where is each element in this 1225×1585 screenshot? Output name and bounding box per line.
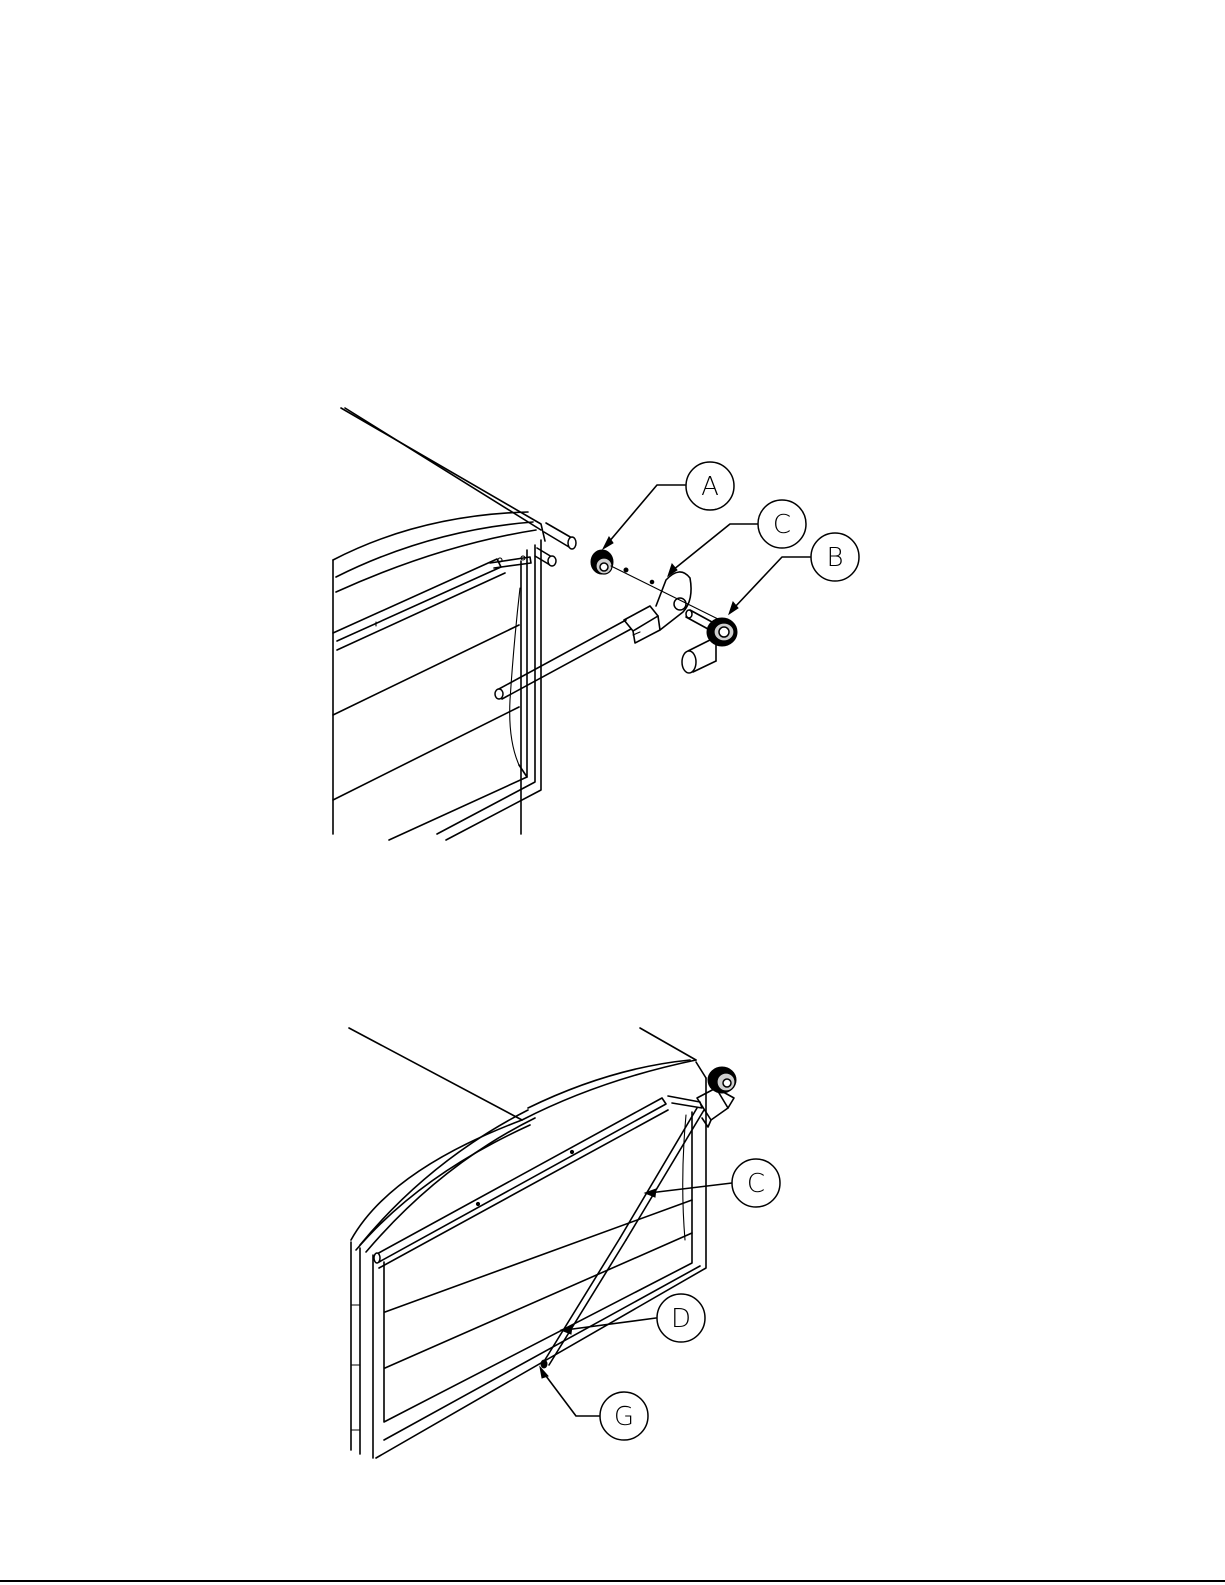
callout-d-label: D [671, 1304, 691, 1334]
callout-c-top-label: C [773, 510, 791, 540]
part-b-motor-housing [682, 610, 737, 673]
callout-b: B [811, 533, 859, 581]
callout-b-label: B [826, 543, 843, 573]
top-cabinet-body [333, 408, 545, 840]
part-c-lever-arm [495, 566, 720, 699]
callout-c-top: C [758, 500, 806, 548]
figure-top-exploded-view [333, 408, 810, 840]
bottom-callout-leaders [540, 1183, 732, 1416]
callout-g: G [600, 1392, 648, 1440]
bottom-lid [349, 1028, 702, 1268]
callout-c-bottom: C [732, 1159, 780, 1207]
callout-c-bottom-label: C [747, 1169, 765, 1199]
callout-a: A [686, 462, 734, 510]
figure-bottom-installed-view [349, 1028, 736, 1458]
bottom-motor-assembly [697, 1067, 736, 1127]
part-a-bearing [591, 550, 628, 574]
callout-d: D [657, 1294, 705, 1342]
callout-a-label: A [701, 472, 719, 502]
callout-g-label: G [614, 1402, 634, 1432]
